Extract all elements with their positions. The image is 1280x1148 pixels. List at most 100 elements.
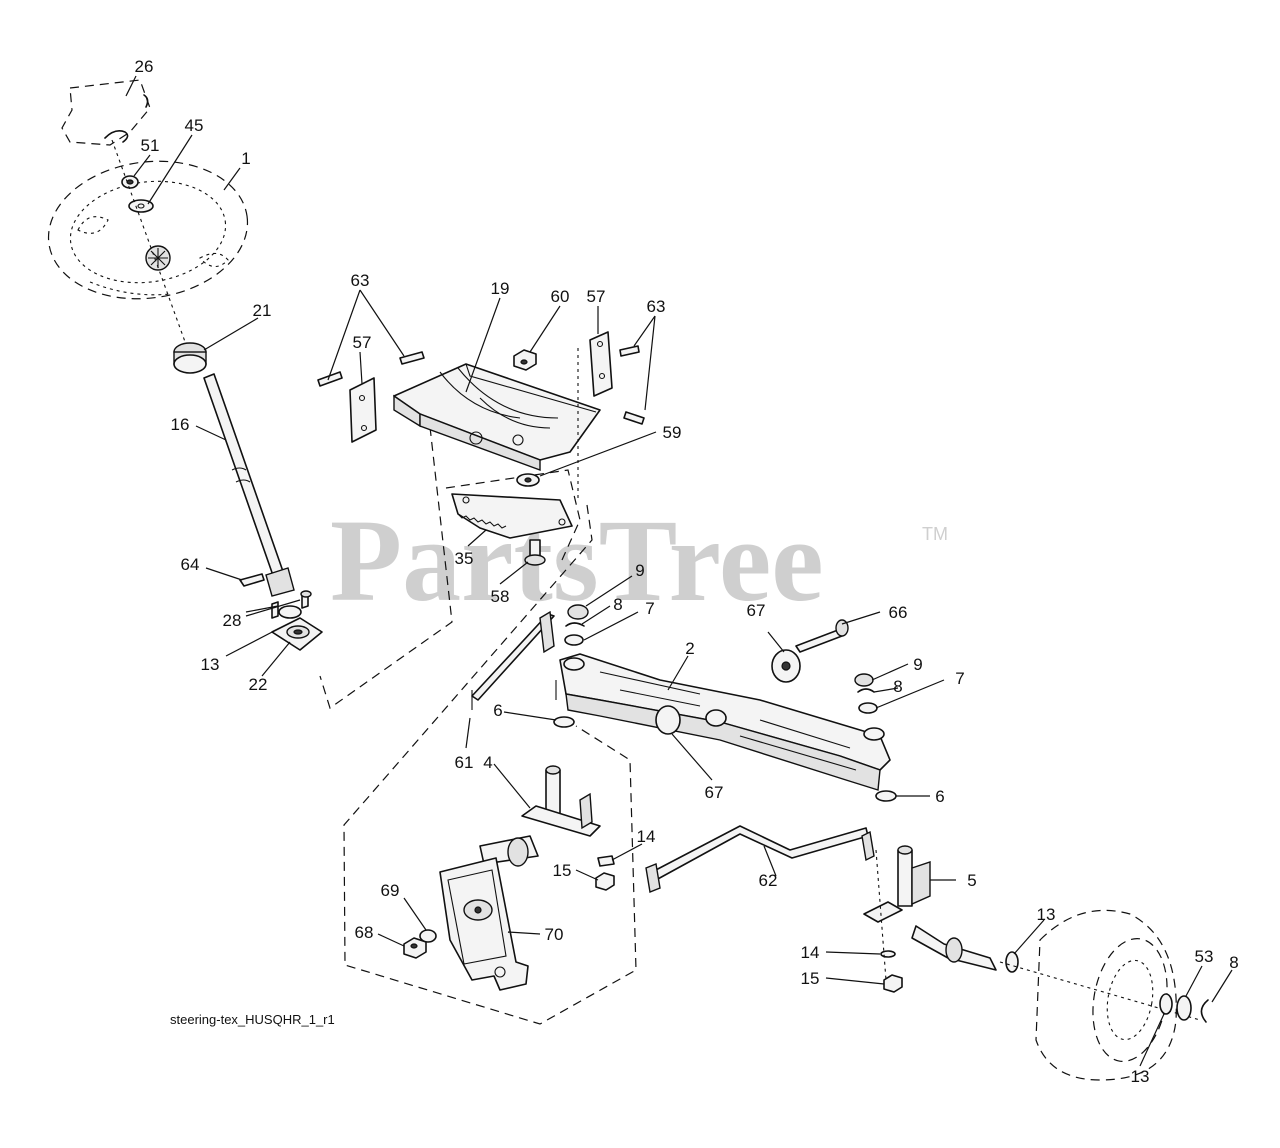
plate-70-part[interactable] [439,857,529,991]
callout-2[interactable]: 2 [685,639,694,658]
callout-16[interactable]: 16 [171,415,190,434]
callout-63-left[interactable]: 63 [351,271,370,290]
callout-8-right[interactable]: 8 [893,677,902,696]
callout-9-left[interactable]: 9 [635,561,644,580]
callout-13-outer[interactable]: 13 [1131,1067,1150,1086]
nut-51-part[interactable] [121,175,139,189]
callout-35[interactable]: 35 [455,549,474,568]
callout-58[interactable]: 58 [491,587,510,606]
callout-5[interactable]: 5 [967,871,976,890]
callout-13-column[interactable]: 13 [201,655,220,674]
callout-6-right[interactable]: 6 [935,787,944,806]
flange-bearing-part[interactable] [271,605,323,651]
callout-labels: 26 51 45 1 21 16 64 28 13 22 63 19 60 57… [135,57,1239,1086]
callout-8-left[interactable]: 8 [613,595,622,614]
callout-60[interactable]: 60 [551,287,570,306]
cap-9-right-part[interactable] [854,673,874,687]
callout-9-right[interactable]: 9 [913,655,922,674]
nut-15-left-part[interactable] [595,872,615,891]
clip-8-right-part[interactable] [857,688,875,693]
drag-link-61-part[interactable] [471,610,555,710]
callout-63-right[interactable]: 63 [647,297,666,316]
callout-15-right[interactable]: 15 [801,969,820,988]
callout-45[interactable]: 45 [185,116,204,135]
spacer-67-upper-part[interactable] [771,649,801,683]
callout-61[interactable]: 61 [455,753,474,772]
bolts-63-part[interactable] [317,345,645,425]
callout-7-right[interactable]: 7 [955,669,964,688]
nut-60-part[interactable] [513,349,537,371]
callout-70[interactable]: 70 [545,925,564,944]
watermark-text: PartsTree [330,495,824,626]
right-spindle-axis-line [875,849,887,981]
callout-67-upper[interactable]: 67 [747,601,766,620]
callout-51[interactable]: 51 [141,136,160,155]
callout-28[interactable]: 28 [223,611,242,630]
callout-21[interactable]: 21 [253,301,272,320]
bracket-57-left-part[interactable] [349,377,377,443]
callout-14-left[interactable]: 14 [637,827,656,846]
column-axis-line [111,139,189,351]
washer-13-outer-part[interactable] [1159,993,1173,1015]
washer-6-left-part[interactable] [553,716,575,728]
clip-8-outer-part[interactable] [1200,999,1209,1023]
callout-15-left[interactable]: 15 [553,861,572,880]
callout-6-left[interactable]: 6 [493,701,502,720]
callout-68[interactable]: 68 [355,923,374,942]
callout-62[interactable]: 62 [759,871,778,890]
washer-69-part[interactable] [419,929,437,943]
callout-1[interactable]: 1 [241,149,250,168]
callout-7-left[interactable]: 7 [645,599,654,618]
callout-19[interactable]: 19 [491,279,510,298]
steering-cap-part[interactable] [61,79,151,146]
bushing-21-part[interactable] [173,342,207,374]
pin-64-part[interactable] [239,573,265,587]
spindle-4-left-part[interactable] [479,765,601,867]
washer-45-part[interactable] [128,199,154,213]
spacer-67-lower-part[interactable] [655,705,681,735]
callout-67-lower[interactable]: 67 [705,783,724,802]
nut-68-part[interactable] [403,937,427,959]
steering-plate-part[interactable] [393,363,601,472]
bolt-66-part[interactable] [795,619,849,653]
front-axle-2-part[interactable] [555,653,891,791]
steering-shaft-part[interactable] [203,373,295,597]
nut-15-right-part[interactable] [883,974,903,993]
washer-13-wheel-part[interactable] [1005,951,1019,973]
washer-14-left-part[interactable] [597,855,615,867]
washer-53-part[interactable] [1176,995,1192,1021]
watermark-trademark: TM [922,524,948,544]
washer-7-right-part[interactable] [858,702,878,714]
tie-rod-62-part[interactable] [645,825,875,893]
callout-53[interactable]: 53 [1195,947,1214,966]
washer-14-right-part[interactable] [880,950,896,958]
bolts-28-part[interactable] [271,590,312,619]
front-wheel-part[interactable] [1035,909,1177,1081]
steering-wheel-part[interactable] [40,149,257,312]
callout-57-right[interactable]: 57 [587,287,606,306]
spindle-5-right-part[interactable] [863,845,997,971]
drawing-id-label: steering-tex_HUSQHR_1_r1 [170,1012,335,1027]
bracket-57-right-part[interactable] [589,331,613,397]
callout-66[interactable]: 66 [889,603,908,622]
washer-6-right-part[interactable] [875,790,897,802]
callout-22[interactable]: 22 [249,675,268,694]
callout-14-right[interactable]: 14 [801,943,820,962]
clip-8-left-part[interactable] [565,622,585,627]
callout-4[interactable]: 4 [483,753,492,772]
bolt-58-part[interactable] [524,539,546,566]
callout-13-wheel[interactable]: 13 [1037,905,1056,924]
washer-7-left-part[interactable] [564,634,584,646]
callout-69[interactable]: 69 [381,881,400,900]
callout-26[interactable]: 26 [135,57,154,76]
washer-59-part[interactable] [516,473,540,487]
callout-59[interactable]: 59 [663,423,682,442]
callout-57-left[interactable]: 57 [353,333,372,352]
cap-9-left-part[interactable] [567,604,589,620]
sector-gear-35-part[interactable] [451,493,573,539]
callout-64[interactable]: 64 [181,555,200,574]
leader-lines [125,75,1233,1067]
callout-8-outer[interactable]: 8 [1229,953,1238,972]
